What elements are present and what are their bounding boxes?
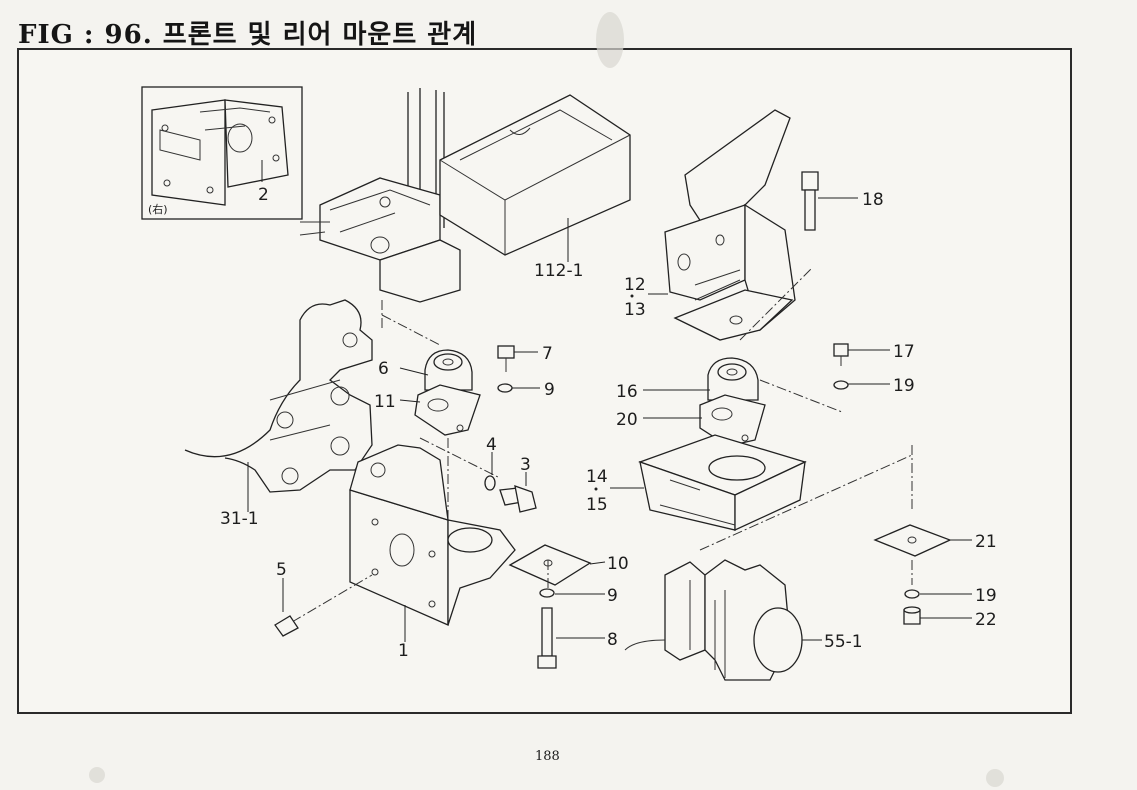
label-part-7: 7	[542, 344, 553, 364]
label-part-31-1: 31-1	[220, 509, 259, 529]
pin-5	[274, 574, 373, 637]
bolt-washer-17-19	[759, 343, 890, 413]
label-part-112-1: 112-1	[534, 261, 583, 281]
label-part-17: 17	[893, 342, 915, 362]
label-part-8: 8	[607, 630, 618, 650]
plate-bolt-8-9-10	[508, 544, 606, 669]
label-part-22: 22	[975, 610, 997, 630]
label-part-5: 5	[276, 560, 287, 580]
engine-block	[184, 299, 373, 512]
label-part-14: 14	[586, 467, 608, 487]
rear-mount-rubber	[643, 357, 766, 447]
label-part-9-upper: 9	[544, 380, 555, 400]
label-part-13: 13	[624, 300, 646, 320]
figure-title: FIG : 96. 프론트 및 리어 마운트 관계	[18, 20, 478, 50]
label-part-19-upper: 19	[893, 376, 915, 396]
label-part-10: 10	[607, 554, 629, 574]
page-number: 188	[535, 749, 560, 764]
bolt-washer-3-4	[419, 437, 537, 513]
label-part-9-lower: 9	[607, 586, 618, 606]
inset-detail	[141, 86, 303, 220]
label-part-15: 15	[586, 495, 608, 515]
label-part-3: 3	[520, 455, 531, 475]
label-part-55-1: 55-1	[824, 632, 863, 652]
part-number-labels: (右) 2 112-1 12 13 18 6 11 7 9 4 3 31-1 5…	[148, 185, 997, 661]
label-part-4: 4	[486, 435, 497, 455]
front-mount-rubber	[381, 314, 481, 520]
transmission-housing	[624, 559, 822, 681]
plate-washer-nut-19-21-22	[873, 524, 972, 625]
label-part-12: 12	[624, 275, 646, 295]
rear-support-bracket	[610, 434, 913, 551]
label-part-19-lower: 19	[975, 586, 997, 606]
label-part-18: 18	[862, 190, 884, 210]
label-part-1: 1	[398, 641, 409, 661]
rear-bracket	[648, 109, 813, 341]
front-bracket	[349, 444, 516, 642]
label-part-6: 6	[378, 359, 389, 379]
inset-label: (右)	[148, 202, 168, 216]
label-part-16: 16	[616, 382, 638, 402]
bolt-18	[801, 171, 858, 231]
frame-bracket-upper	[299, 88, 631, 330]
label-part-21: 21	[975, 532, 997, 552]
label-part-11: 11	[374, 392, 396, 412]
bolt-washer-7-9	[497, 345, 540, 393]
label-part-20: 20	[616, 410, 638, 430]
label-part-2: 2	[258, 185, 269, 205]
